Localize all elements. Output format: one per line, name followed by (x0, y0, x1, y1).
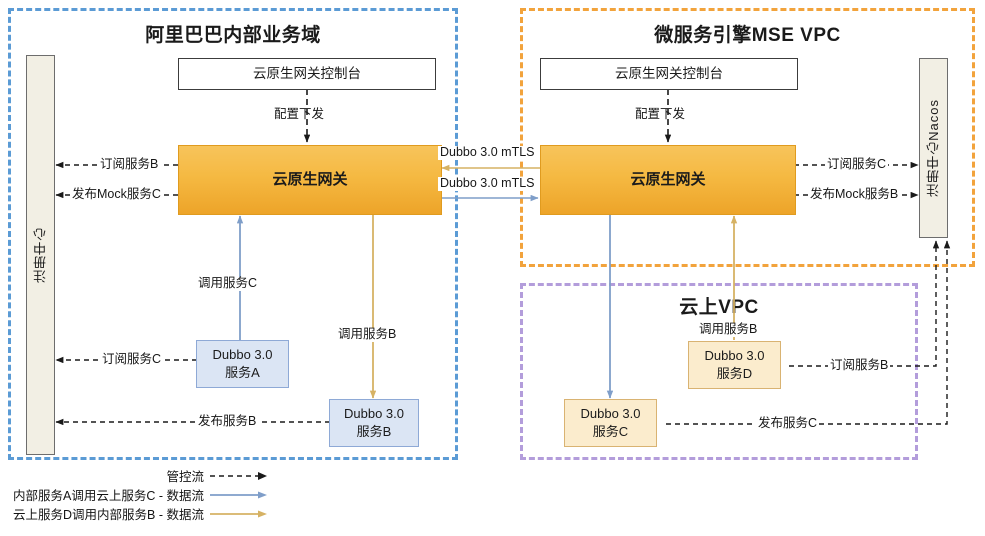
legend-glyph-solid-blue (210, 491, 267, 498)
label-config-push-left: 配置下发 (274, 107, 325, 121)
gateway-left-label: 云原生网关 (272, 170, 348, 188)
label-publish-c-right: 发布服务C (756, 416, 820, 431)
service-b[interactable]: Dubbo 3.0 服务B (329, 399, 419, 447)
label-call-service-b-left: 调用服务B (336, 327, 399, 342)
service-b-line2: 服务B (356, 424, 392, 439)
legend-glyph-dashed-black (210, 471, 267, 480)
legend-item-data-flow-gold: 云上服务D调用内部服务B - 数据流 (8, 504, 268, 523)
service-b-line1: Dubbo 3.0 (344, 406, 404, 422)
label-call-service-c: 调用服务C (196, 276, 260, 291)
console-right[interactable]: 云原生网关控制台 (540, 58, 798, 90)
label-publish-mock-c: 发布Mock服务C (70, 187, 163, 202)
zone-internal-title: 阿里巴巴内部业务域 (145, 25, 321, 46)
service-a[interactable]: Dubbo 3.0 服务A (196, 340, 289, 388)
label-subscribe-b-right: 订阅服务B (828, 358, 891, 373)
legend-item-control-flow: 管控流 (8, 466, 268, 485)
registry-right-label: 注册中心Nacos (925, 99, 941, 197)
console-left-label: 云原生网关控制台 (253, 65, 361, 81)
gateway-right-label: 云原生网关 (630, 170, 706, 188)
service-d-line2: 服务D (716, 366, 753, 381)
registry-left[interactable]: 注册中心 (26, 55, 55, 455)
legend-item-data-flow-blue: 内部服务A调用云上服务C - 数据流 (8, 485, 268, 504)
legend-glyph-solid-gold (210, 510, 267, 517)
label-call-service-b-right: 调用服务B (697, 322, 760, 337)
service-a-line1: Dubbo 3.0 (212, 347, 273, 363)
console-left[interactable]: 云原生网关控制台 (178, 58, 436, 90)
zone-mse-vpc-title: 微服务引擎MSE VPC (654, 25, 841, 46)
service-c-line1: Dubbo 3.0 (580, 406, 641, 422)
gateway-right[interactable]: 云原生网关 (540, 145, 796, 215)
console-right-label: 云原生网关控制台 (615, 65, 723, 81)
service-c-line2: 服务C (592, 424, 629, 439)
label-mtls-bottom: Dubbo 3.0 mTLS (438, 176, 537, 191)
service-d[interactable]: Dubbo 3.0 服务D (688, 341, 781, 389)
label-publish-b-left: 发布服务B (196, 414, 259, 429)
service-c[interactable]: Dubbo 3.0 服务C (564, 399, 657, 447)
legend-label-data-flow-gold: 云上服务D调用内部服务B - 数据流 (13, 508, 204, 522)
label-config-push-right: 配置下发 (635, 107, 686, 121)
label-subscribe-b: 订阅服务B (98, 157, 161, 172)
service-a-line2: 服务A (225, 365, 260, 380)
label-subscribe-c-left: 订阅服务C (100, 352, 164, 367)
legend-label-data-flow-blue: 内部服务A调用云上服务C - 数据流 (13, 489, 204, 503)
zone-cloud-vpc-title: 云上VPC (679, 297, 759, 318)
label-mtls-top: Dubbo 3.0 mTLS (438, 145, 537, 160)
zone-internal-business-domain (8, 8, 458, 460)
service-d-line1: Dubbo 3.0 (704, 348, 765, 364)
label-publish-mock-b: 发布Mock服务B (808, 187, 901, 202)
legend: 管控流 内部服务A调用云上服务C - 数据流 云上服务D调用内部服务B - 数据… (8, 466, 268, 523)
label-subscribe-c-right: 订阅服务C (825, 157, 889, 172)
gateway-left[interactable]: 云原生网关 (178, 145, 442, 215)
legend-label-control-flow: 管控流 (166, 470, 204, 484)
registry-right-nacos[interactable]: 注册中心Nacos (919, 58, 948, 238)
registry-left-label: 注册中心 (32, 227, 48, 283)
